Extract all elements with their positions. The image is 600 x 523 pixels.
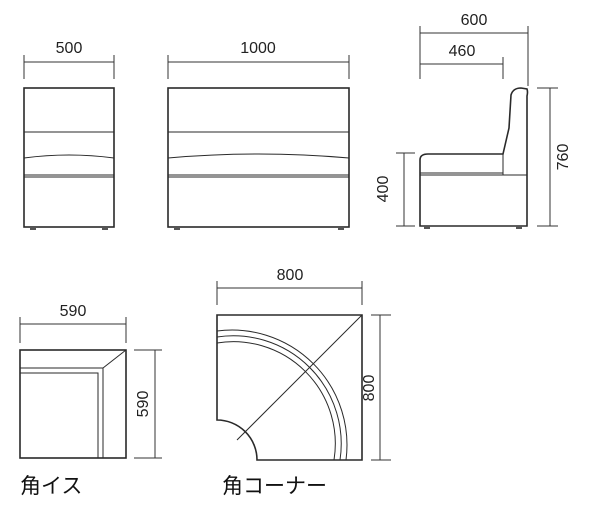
foot-left: [174, 227, 180, 230]
total-height-dimension-760: 760: [537, 87, 572, 227]
foot-right: [338, 227, 344, 230]
seat-cushion-top: [23, 154, 115, 159]
side-view: 600 460 400 760: [375, 12, 572, 229]
corner-chair-caption: 角イス: [20, 474, 82, 498]
side-profile-outline: [419, 87, 529, 227]
single-seat-body: [23, 87, 115, 228]
seat-height-dimension-400: 400: [375, 152, 415, 227]
depth-label-590: 590: [135, 391, 152, 418]
width-dimension-1000: 1000: [167, 40, 350, 79]
seat-cushion-top: [167, 153, 350, 159]
foot-back: [516, 226, 522, 229]
depth-dimension-600: 600: [419, 12, 529, 86]
foot-right: [102, 227, 108, 230]
front-view-double: 1000: [167, 40, 350, 230]
width-dimension-500: 500: [23, 40, 115, 79]
depth-label-800: 800: [361, 375, 378, 402]
corner-unit-caption: 角コーナー: [222, 474, 327, 498]
seat-height-label-400: 400: [375, 176, 392, 203]
width-label-1000: 1000: [240, 40, 276, 57]
width-label-590: 590: [60, 303, 87, 320]
corner-miter-line: [102, 349, 127, 369]
width-label-800: 800: [277, 267, 304, 284]
total-height-label-760: 760: [555, 144, 572, 171]
corner-diagonal-line: [236, 314, 363, 441]
width-dimension-590: 590: [19, 303, 127, 343]
seat-depth-label-460: 460: [449, 43, 476, 60]
depth-dimension-590: 590: [134, 349, 162, 459]
foot-left: [30, 227, 36, 230]
foot-front: [424, 226, 430, 229]
corner-chair-plan: 590 590 角イス: [19, 303, 162, 498]
width-label-500: 500: [56, 40, 83, 57]
depth-label-600: 600: [461, 12, 488, 29]
corner-unit-outline: [216, 314, 363, 461]
seat-depth-dimension-460: 460: [420, 43, 504, 79]
double-seat-body: [167, 87, 350, 228]
corner-unit-plan: 800 800 角コーナー: [216, 267, 391, 498]
width-dimension-800: 800: [216, 267, 363, 305]
depth-dimension-800: 800: [361, 314, 391, 461]
front-view-single: 500: [23, 40, 115, 230]
corner-chair-outline: [19, 349, 127, 459]
backrest-inner-line: [20, 367, 104, 458]
